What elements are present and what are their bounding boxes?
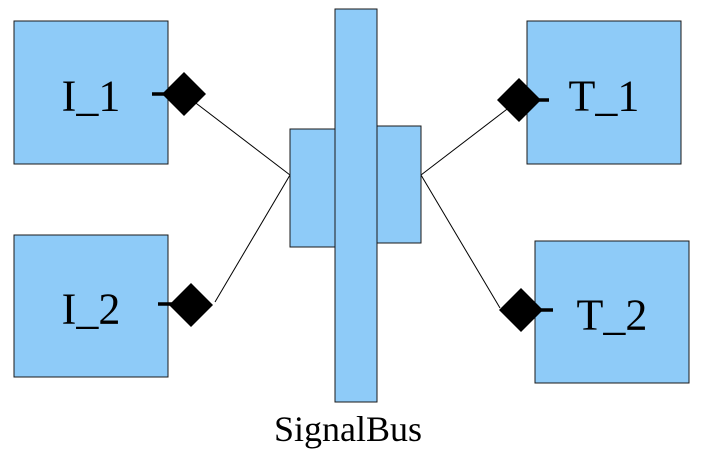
initiator-block-i2[interactable]: I_2 — [13, 234, 169, 378]
bus-right-socket — [375, 125, 422, 244]
block-label-i2: I_2 — [62, 285, 121, 334]
wire-bus-to-t2 — [420, 174, 501, 309]
wire-bus-to-t1 — [420, 99, 520, 176]
target-block-t2[interactable]: T_2 — [534, 240, 690, 384]
port-diamond-t2[interactable] — [499, 288, 543, 332]
wire-i1-to-bus — [183, 93, 291, 176]
signal-bus[interactable] — [289, 8, 422, 403]
port-diamond-i2[interactable] — [169, 283, 213, 327]
block-label-t2: T_2 — [577, 291, 648, 340]
bus-bar — [334, 8, 378, 403]
target-block-t1[interactable]: T_1 — [526, 20, 682, 165]
initiator-block-i1[interactable]: I_1 — [13, 20, 169, 165]
block-label-t1: T_1 — [569, 72, 640, 121]
port-diamond-t1[interactable] — [497, 78, 541, 122]
wire-i2-to-bus — [214, 174, 291, 303]
block-label-i1: I_1 — [62, 72, 121, 121]
bus-left-socket — [289, 128, 337, 248]
port-diamond-i1[interactable] — [162, 72, 206, 116]
bus-label: SignalBus — [274, 409, 422, 449]
